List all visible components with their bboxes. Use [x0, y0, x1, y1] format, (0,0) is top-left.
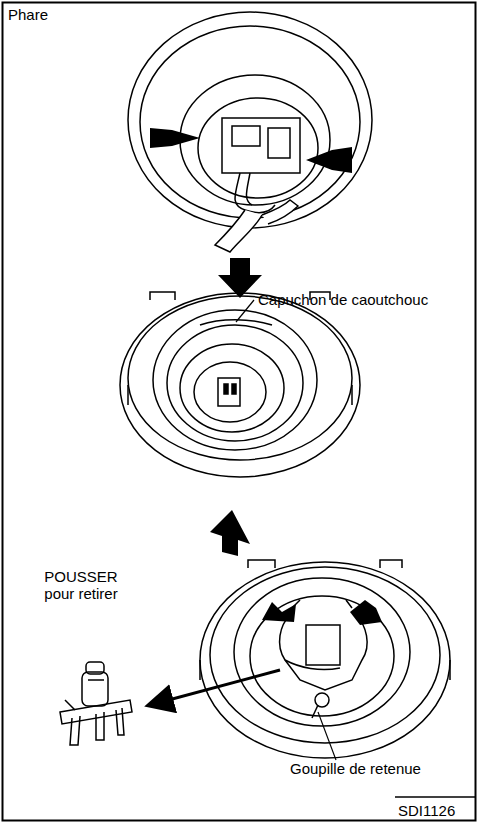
step-arrow	[210, 510, 250, 556]
frame	[3, 3, 476, 821]
press-arrow	[306, 147, 352, 173]
part-label: Goupille de retenue	[290, 760, 475, 777]
headlamp-bulb	[60, 662, 132, 745]
lamp-title: Phare	[8, 6, 48, 23]
leader-line	[236, 300, 254, 322]
removal-arrow	[150, 670, 280, 705]
push-arrow	[262, 602, 296, 622]
press-arrow	[150, 128, 200, 148]
instruction-note: POUSSER pour retirer	[40, 568, 122, 602]
step-arrow	[218, 258, 262, 298]
code-rule	[395, 796, 476, 798]
lamp-with-connector	[128, 12, 372, 252]
part-label: Capuchon de caoutchouc	[258, 291, 473, 308]
figure-code: SDI1126	[398, 802, 476, 819]
leader-line	[318, 712, 336, 760]
lamp-open	[200, 560, 450, 758]
lamp-rubber-cap	[120, 292, 360, 477]
push-arrow	[350, 600, 382, 625]
